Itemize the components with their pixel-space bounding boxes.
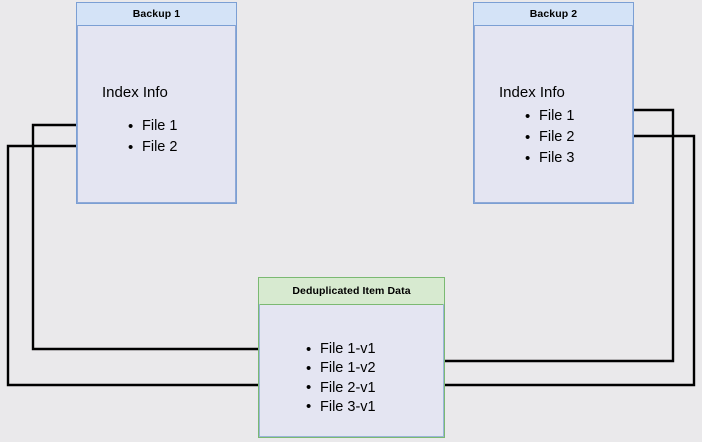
dedup-title: Deduplicated Item Data <box>292 285 411 297</box>
backup1-title: Backup 1 <box>132 8 181 20</box>
dedup-header: Deduplicated Item Data <box>259 278 444 305</box>
backup1-box: Backup 1 Index Info File 1 File 2 <box>76 2 237 204</box>
list-item: File 3-v1 <box>306 397 376 417</box>
list-item: File 1-v2 <box>306 359 376 379</box>
backup2-file-list: File 1 File 2 File 3 <box>525 106 574 169</box>
deduplicated-item-data-box: Deduplicated Item Data File 1-v1 File 1-… <box>258 277 445 438</box>
backup1-file-list: File 1 File 2 <box>128 116 177 158</box>
backup2-title: Backup 2 <box>529 8 578 20</box>
backup1-header: Backup 1 <box>77 3 236 26</box>
connector-backup1-file2-to-dedup-file2v1 <box>6 144 297 393</box>
backup2-box: Backup 2 Index Info File 1 File 2 File 3 <box>473 2 634 204</box>
backup1-body: Index Info <box>77 25 236 203</box>
connector-backup2-file2-to-dedup-file2v1 <box>403 134 696 393</box>
list-item: File 1-v1 <box>306 339 376 359</box>
list-item: File 2-v1 <box>306 378 376 398</box>
dedup-file-list: File 1-v1 File 1-v2 File 2-v1 File 3-v1 <box>306 339 376 417</box>
backup2-body: Index Info <box>474 25 633 203</box>
backup1-index-info-label: Index Info <box>102 84 168 101</box>
backup2-index-info-label: Index Info <box>499 84 565 101</box>
list-item: File 2 <box>128 137 177 158</box>
list-item: File 1 <box>525 106 574 127</box>
list-item: File 1 <box>128 116 177 137</box>
dedup-body <box>259 304 444 437</box>
list-item: File 3 <box>525 148 574 169</box>
list-item: File 2 <box>525 127 574 148</box>
backup2-header: Backup 2 <box>474 3 633 26</box>
